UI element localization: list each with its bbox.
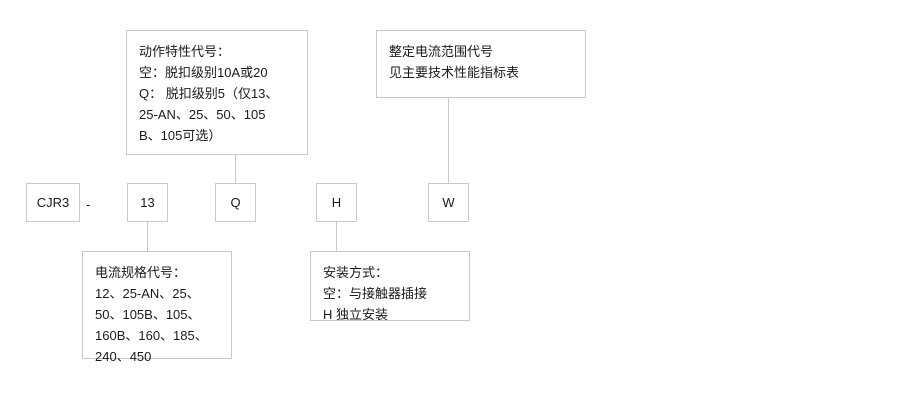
callout-trip-characteristic: 动作特性代号： 空：脱扣级别10A或20 Q： 脱扣级别5（仅13、 25-AN… bbox=[126, 30, 308, 155]
code-box-series: CJR3 bbox=[26, 183, 80, 222]
code-box-current-rating: 13 bbox=[127, 183, 168, 222]
callout-current-range: 整定电流范围代号 见主要技术性能指标表 bbox=[376, 30, 586, 98]
connector-trip-characteristic bbox=[235, 155, 236, 183]
code-box-trip-characteristic: Q bbox=[215, 183, 256, 222]
connector-current-range bbox=[448, 98, 449, 183]
code-box-current-range: W bbox=[428, 183, 469, 222]
code-box-mounting: H bbox=[316, 183, 357, 222]
connector-mounting bbox=[336, 222, 337, 251]
callout-current-rating: 电流规格代号： 12、25-AN、25、 50、105B、105、 160B、1… bbox=[82, 251, 232, 364]
connector-current-rating bbox=[147, 222, 148, 251]
callout-mounting: 安装方式： 空：与接触器插接 H 独立安装 bbox=[310, 251, 470, 322]
code-separator-dash: - bbox=[86, 197, 91, 212]
